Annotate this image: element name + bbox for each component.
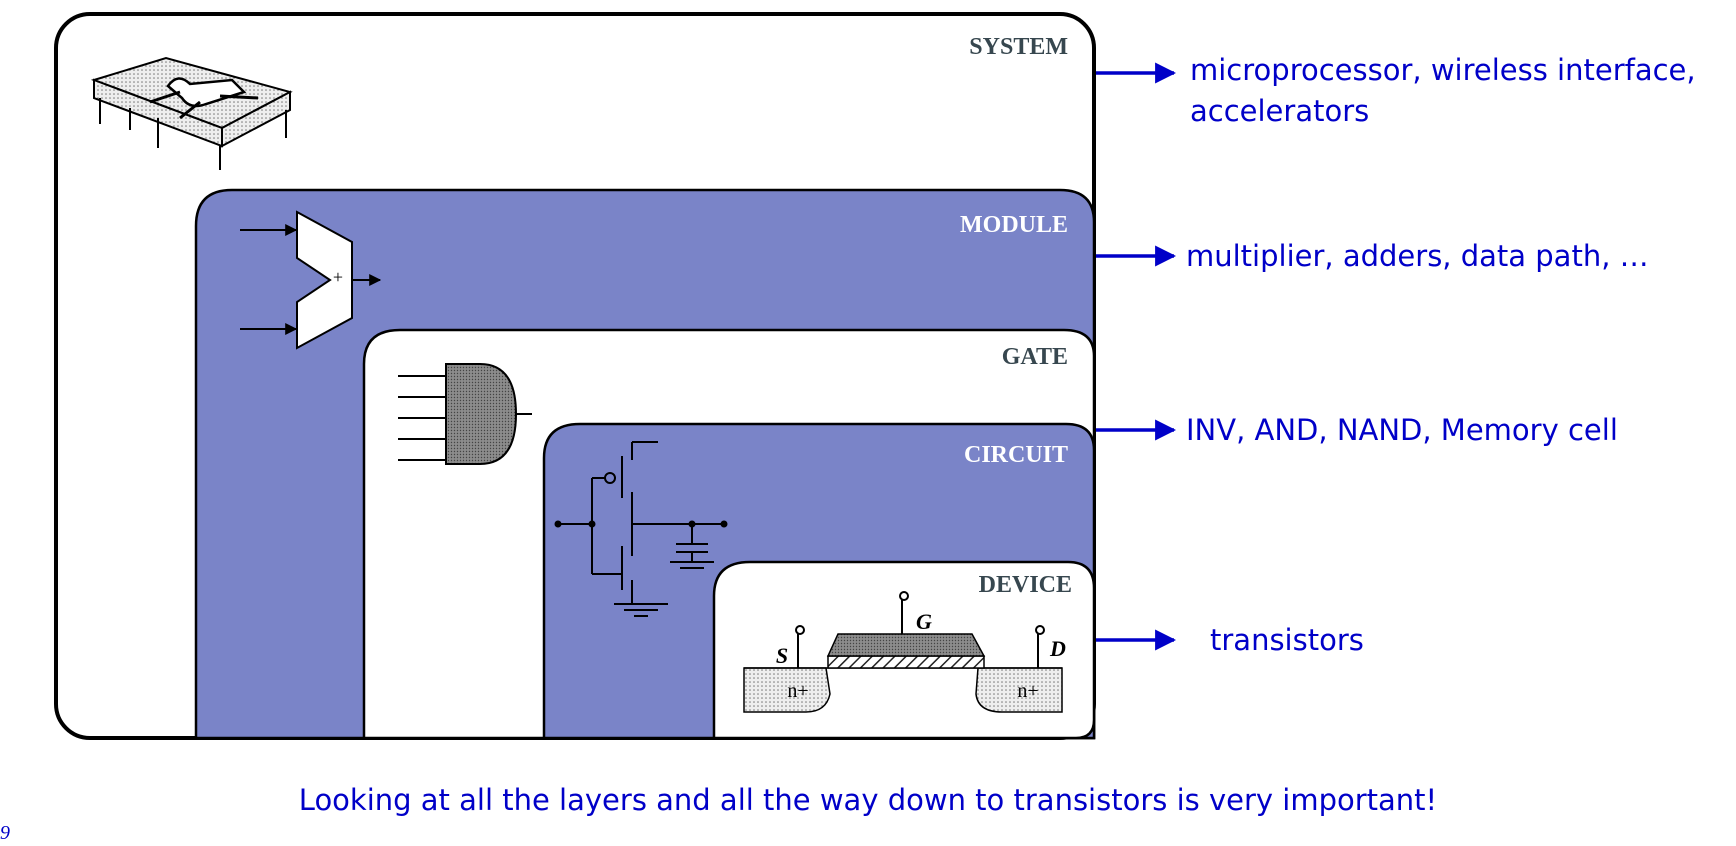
and-gate-icon: [398, 363, 532, 465]
system-description-line2: accelerators: [1190, 94, 1370, 128]
module-label: MODULE: [960, 212, 1068, 238]
system-description: microprocessor, wireless interface, acce…: [1190, 50, 1696, 132]
drain-label: D: [1049, 636, 1066, 661]
chip-package-icon: [90, 56, 293, 170]
circuit-description: INV, AND, NAND, Memory cell: [1186, 413, 1618, 447]
gate-terminal-label: G: [916, 609, 932, 634]
source-label: S: [776, 643, 788, 668]
page-number: 9: [0, 822, 10, 844]
adder-plus-symbol: +: [333, 267, 343, 287]
footer-note: Looking at all the layers and all the wa…: [298, 783, 1438, 817]
adder-icon: +: [240, 210, 382, 350]
module-description: multiplier, adders, data path, …: [1186, 239, 1649, 273]
device-label: DEVICE: [979, 572, 1072, 598]
drain-n-plus-label: n+: [1017, 680, 1038, 702]
transistor-cross-section-icon: S G D n+ n+: [743, 591, 1066, 713]
device-description: transistors: [1210, 623, 1364, 657]
circuit-label: CIRCUIT: [964, 442, 1068, 468]
system-description-line1: microprocessor, wireless interface,: [1190, 53, 1696, 87]
inverter-schematic-icon: [554, 441, 728, 617]
gate-label: GATE: [1002, 344, 1068, 370]
system-label: SYSTEM: [969, 34, 1068, 60]
source-n-plus-label: n+: [787, 680, 808, 702]
